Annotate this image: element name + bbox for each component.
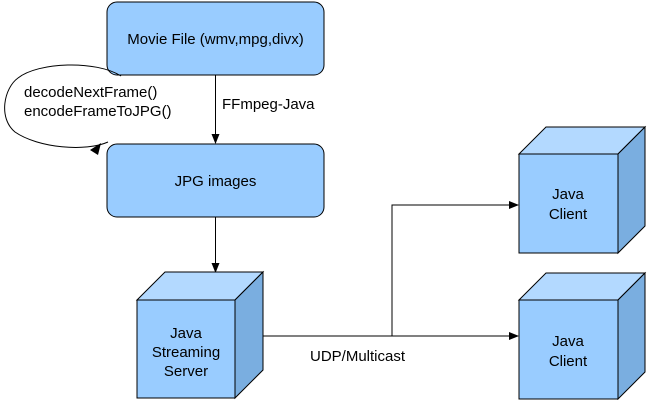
server-label-line1: Java (170, 325, 202, 342)
movie-file-node: Movie File (wmv,mpg,divx) (106, 1, 325, 76)
ffmpeg-label: FFmpeg-Java (222, 96, 315, 113)
server-label-line2: Streaming (152, 344, 220, 361)
decode-loop: decodeNextFrame() encodeFrameToJPG() (4, 64, 172, 155)
client-top-node: Java Client (517, 125, 647, 255)
client-bottom-label-line2: Client (549, 353, 588, 370)
server-label-line3: Server (164, 363, 208, 380)
movie-file-label: Movie File (wmv,mpg,divx) (127, 31, 303, 48)
loop-arrowhead (90, 143, 101, 155)
client-bottom-node: Java Client (517, 271, 647, 400)
client-top-label-line2: Client (549, 206, 588, 223)
server-to-client-top-arrow (263, 201, 519, 337)
loop-method-2: encodeFrameToJPG() (24, 103, 172, 120)
protocol-label: UDP/Multicast (310, 348, 406, 365)
loop-curve (4, 64, 122, 148)
client-top-label-line1: Java (552, 186, 584, 203)
loop-method-1: decodeNextFrame() (24, 84, 157, 101)
jpg-images-label: JPG images (175, 173, 257, 190)
jpg-images-node: JPG images (106, 143, 325, 218)
streaming-server-node: Java Streaming Server (135, 270, 265, 400)
client-bottom-label-line1: Java (552, 333, 584, 350)
